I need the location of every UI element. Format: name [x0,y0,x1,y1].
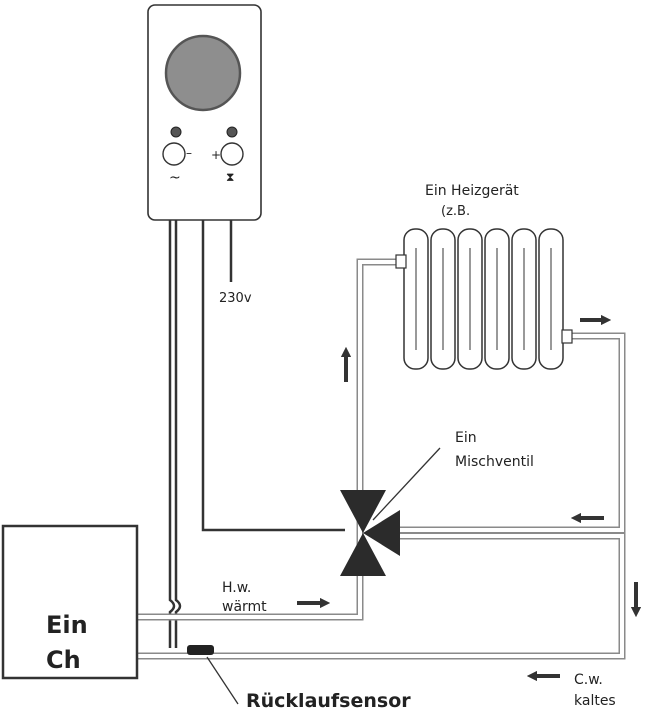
mixing-valve [340,490,400,576]
hot-water-label-sub: wärmt [222,599,267,615]
valve-label-name: Mischventil [455,454,534,470]
indicator-led-left [170,126,182,138]
hot-water-label: H.w. [222,580,251,596]
boiler-label: Ein [46,611,88,639]
sensor-leader-line [206,656,239,705]
valve-label: Ein [455,430,477,446]
controller-unit: – + ~ ⧗ [147,4,262,221]
heater-label: Ein Heizgerät [425,183,519,199]
controller-cables [168,220,345,648]
heater-label-note: (z.B. [441,204,470,219]
indicator-led-right [226,126,238,138]
radiator [395,228,573,370]
cold-water-label: C.w. [574,672,603,688]
hourglass-icon: ⧗ [226,170,234,184]
plus-symbol: + [211,148,221,162]
pipe-network [137,258,626,660]
controller-display [164,34,242,112]
cold-water-label-sub: kaltes [574,693,616,709]
voltage-label: 230v [219,291,252,306]
minus-knob[interactable] [162,142,186,166]
plus-knob[interactable] [220,142,244,166]
boiler [1,524,139,680]
return-sensor [187,645,214,655]
boiler-label-sub: Ch [46,646,81,674]
valve-leader-line [372,447,441,521]
minus-symbol: – [186,146,192,160]
sensor-label: Rücklaufsensor [246,690,411,712]
wave-icon: ~ [169,170,181,186]
